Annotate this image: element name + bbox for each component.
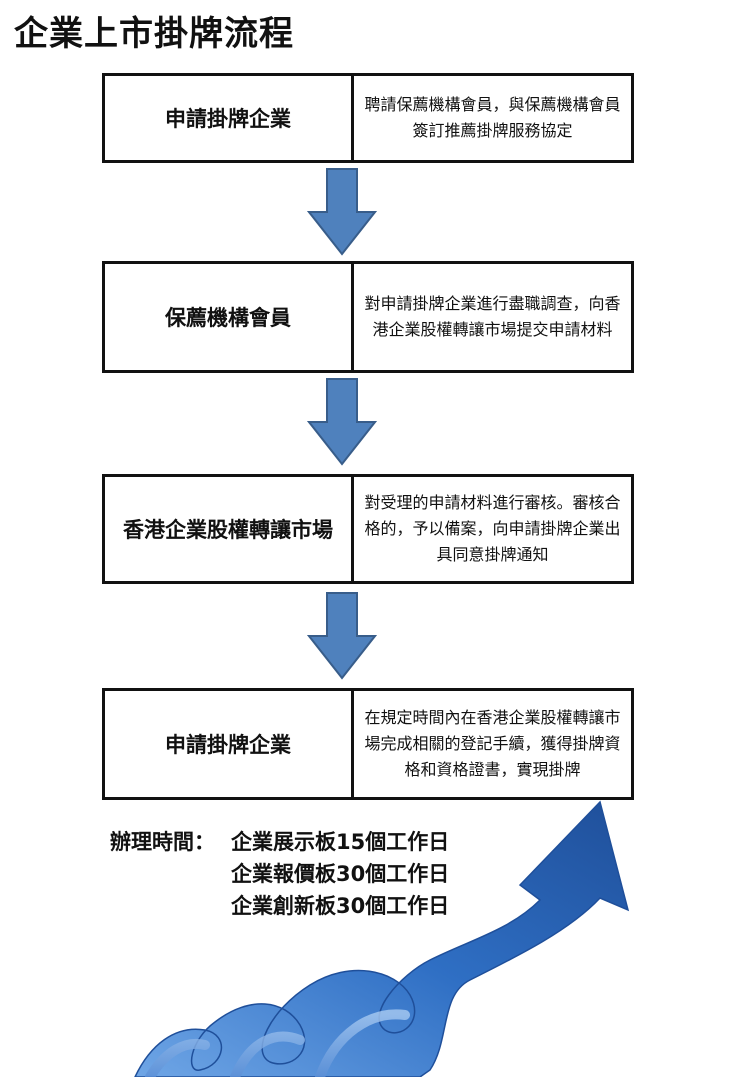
flow-step-4: 申請掛牌企業 在規定時間內在香港企業股權轉讓市場完成相關的登記手續，獲得掛牌資格… (102, 688, 634, 800)
flow-step-3: 香港企業股權轉讓市場 對受理的申請材料進行審核。審核合格的，予以備案，向申請掛牌… (102, 474, 634, 584)
processing-time-item: 企業創新板30個工作日 (231, 894, 450, 918)
down-arrow-icon (307, 592, 377, 680)
processing-time-item: 企業報價板30個工作日 (231, 862, 450, 886)
step-1-label: 申請掛牌企業 (105, 76, 354, 160)
step-1-description: 聘請保薦機構會員，與保薦機構會員簽訂推薦掛牌服務協定 (364, 95, 621, 140)
step-3-label: 香港企業股權轉讓市場 (105, 477, 354, 581)
step-4-label: 申請掛牌企業 (105, 691, 354, 797)
down-arrow-icon (307, 168, 377, 256)
step-3-description: 對受理的申請材料進行審核。審核合格的，予以備案，向申請掛牌企業出具同意掛牌通知 (364, 493, 621, 564)
step-2-description: 對申請掛牌企業進行盡職調查，向香港企業股權轉讓市場提交申請材料 (364, 294, 621, 339)
step-2-label: 保薦機構會員 (105, 264, 354, 370)
processing-time-label: 辦理時間： (110, 830, 215, 854)
flow-step-2: 保薦機構會員 對申請掛牌企業進行盡職調查，向香港企業股權轉讓市場提交申請材料 (102, 261, 634, 373)
rising-ribbon-arrow-icon (134, 800, 630, 1077)
step-4-description: 在規定時間內在香港企業股權轉讓市場完成相關的登記手續，獲得掛牌資格和資格證書，實… (364, 708, 621, 779)
down-arrow-icon (307, 378, 377, 466)
page-title: 企業上市掛牌流程 (14, 14, 294, 54)
processing-time-item: 企業展示板15個工作日 (231, 830, 450, 854)
flow-step-1: 申請掛牌企業 聘請保薦機構會員，與保薦機構會員簽訂推薦掛牌服務協定 (102, 73, 634, 163)
